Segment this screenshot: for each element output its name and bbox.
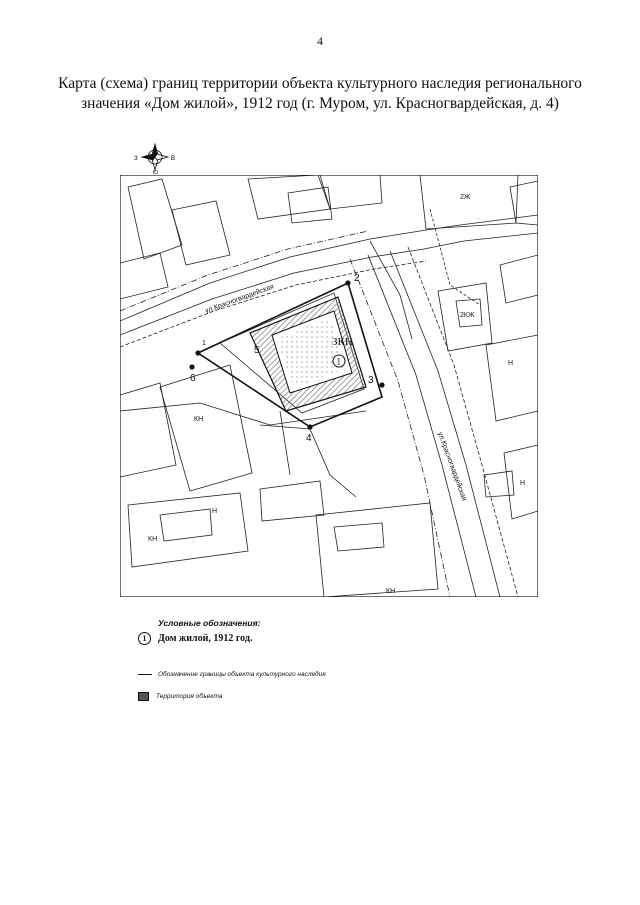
- boundary-point-2: 2: [354, 273, 360, 284]
- compass-icon: З В Ю: [134, 142, 175, 174]
- boundary-point-4: 4: [306, 433, 312, 444]
- boundary-point-3: 3: [368, 375, 374, 386]
- building-label: КН: [386, 588, 395, 595]
- compass-east: В: [171, 156, 175, 162]
- object-symbol-icon: 1: [138, 632, 151, 645]
- legend-territory-row: Территория объекта: [138, 692, 518, 701]
- legend-territory-label: Территория объекта: [156, 693, 223, 700]
- building-label: КН: [194, 416, 203, 423]
- legend-boundary-label: Обозначение границы объекта культурного …: [158, 671, 326, 678]
- building-label: Н: [212, 508, 217, 515]
- object-symbol: 1: [337, 357, 342, 367]
- boundary-line-icon: [138, 674, 152, 675]
- building-label: КН: [148, 536, 157, 543]
- compass-west: З: [134, 156, 138, 162]
- object-label: ЗКН: [332, 336, 353, 348]
- map-linework: [120, 175, 538, 597]
- boundary-map: 2 3 4 5 6 1 ЗКН 1 ул.Красногвардейская у…: [120, 175, 538, 597]
- boundary-point-5: 5: [254, 345, 260, 356]
- territory-fill-icon: [138, 692, 149, 701]
- building-label: Н: [520, 480, 525, 487]
- map-legend: Условные обозначения: 1 Дом жилой, 1912 …: [138, 618, 518, 701]
- page-title: Карта (схема) границ территории объекта …: [40, 74, 600, 114]
- page-number: 4: [317, 34, 323, 48]
- boundary-point-1: 1: [202, 340, 206, 347]
- compass-south: Ю: [153, 170, 158, 174]
- legend-object-label: Дом жилой, 1912 год.: [158, 633, 253, 644]
- legend-object-row: 1 Дом жилой, 1912 год.: [138, 632, 518, 645]
- legend-boundary-row: Обозначение границы объекта культурного …: [138, 671, 518, 678]
- boundary-point-6: 6: [190, 373, 196, 384]
- building-label: 2КЖ: [460, 312, 475, 319]
- title-line-1: Карта (схема) границ территории объекта …: [58, 75, 582, 92]
- building-label: Н: [508, 360, 513, 367]
- building-label: 2Ж: [460, 194, 471, 201]
- title-line-2: значения «Дом жилой», 1912 год (г. Муром…: [81, 95, 559, 112]
- legend-title: Условные обозначения:: [158, 618, 261, 628]
